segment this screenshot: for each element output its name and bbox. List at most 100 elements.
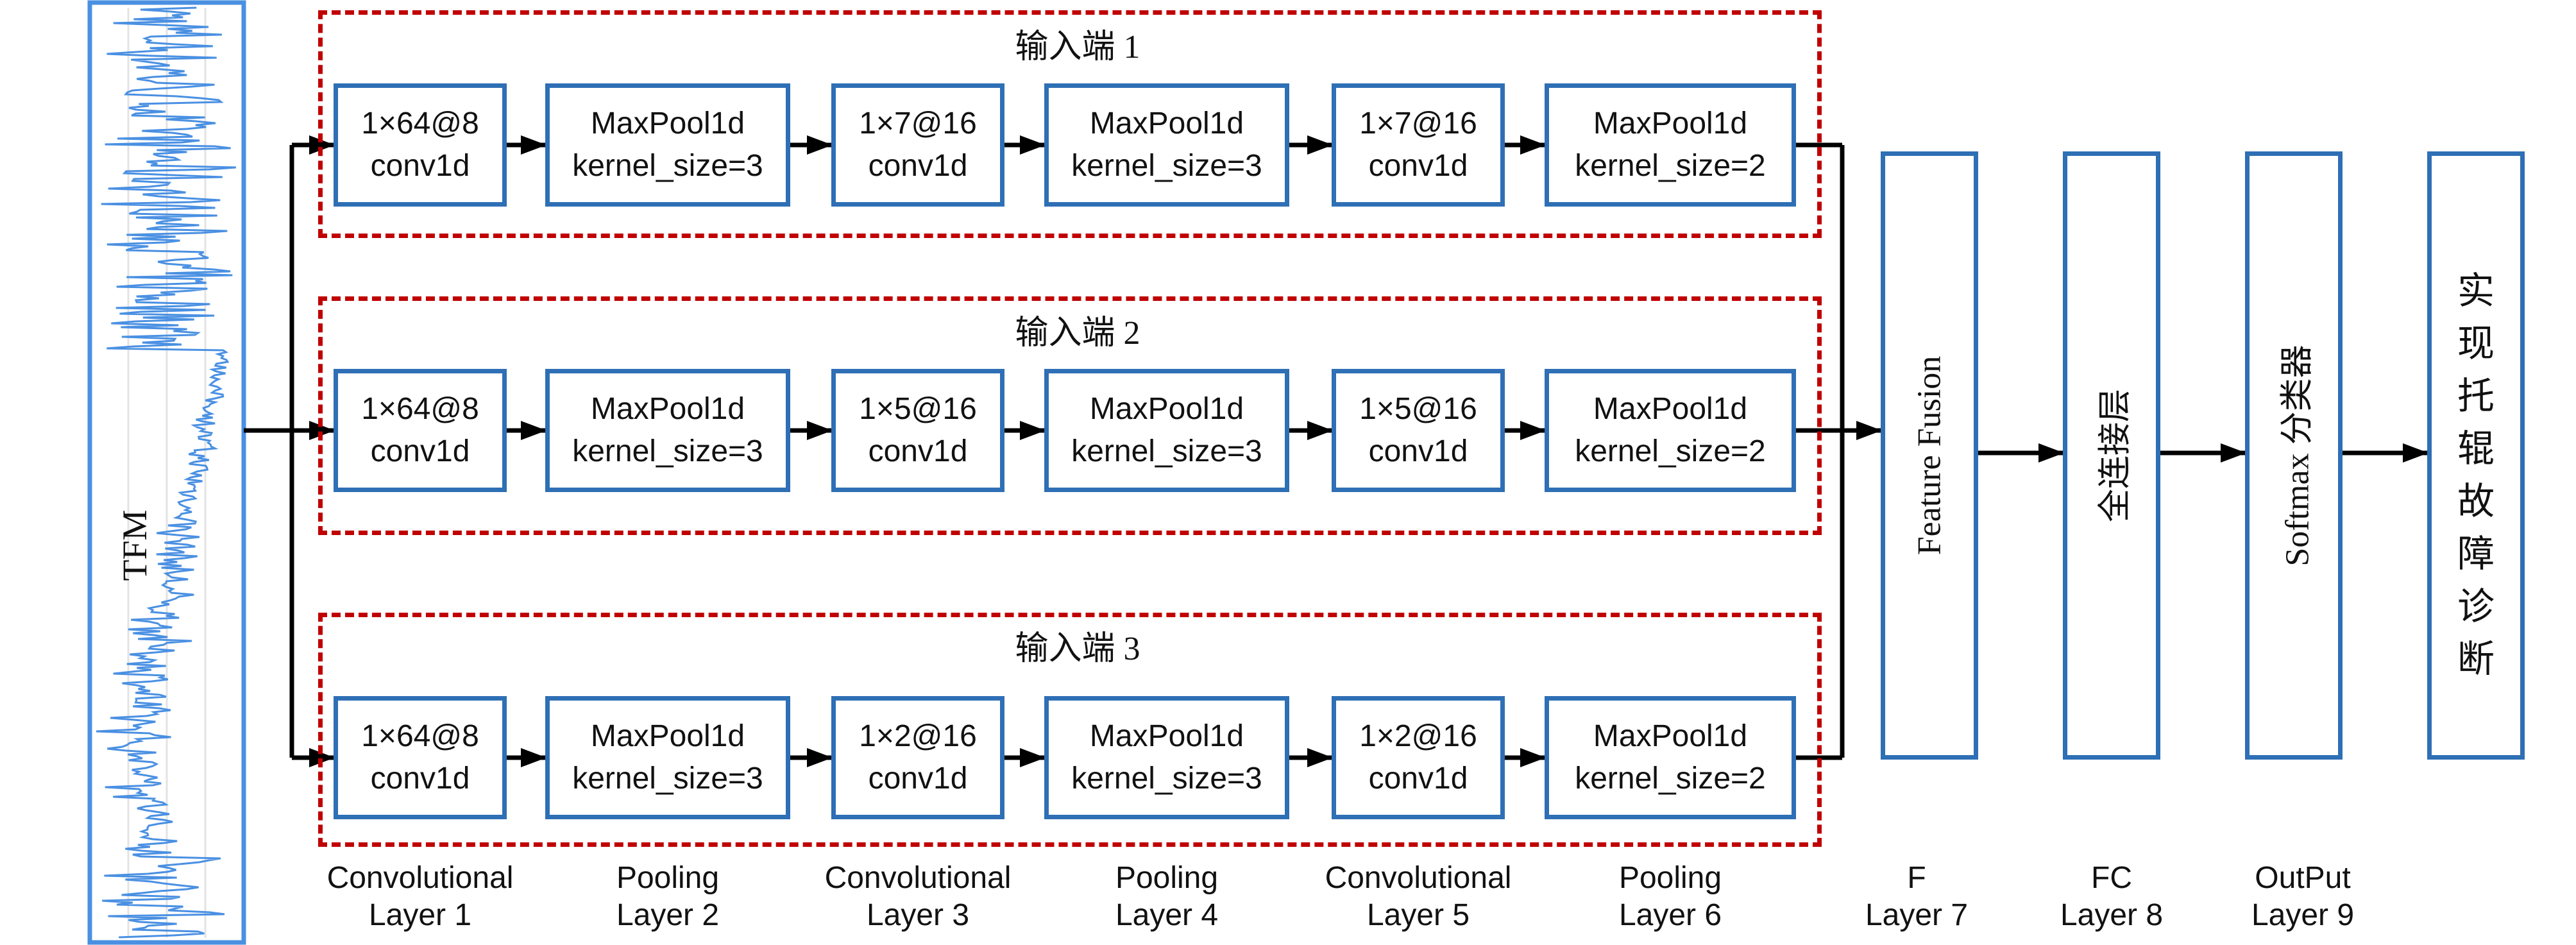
layer-label-line2: Layer 2 xyxy=(616,898,720,932)
softmax-classifier-label: Softmax 分类器 xyxy=(2279,345,2316,566)
block-line1: 1×64@8 xyxy=(361,106,479,140)
block-line1: MaxPool1d xyxy=(590,106,745,140)
branch-group-1 xyxy=(318,10,1822,238)
block-line2: conv1d xyxy=(868,149,968,183)
block-line1: 1×5@16 xyxy=(859,392,977,426)
block-line1: MaxPool1d xyxy=(590,392,745,426)
block-line1: MaxPool1d xyxy=(1593,106,1748,140)
layer-label-7: F Layer 7 xyxy=(1795,860,2038,934)
block-line1: 1×7@16 xyxy=(1359,106,1477,140)
block-line2: conv1d xyxy=(1368,434,1468,468)
block-line2: conv1d xyxy=(370,762,470,796)
output-char: 诊 xyxy=(2457,586,2495,627)
branch2-block-conv5: 1×5@16 conv1d xyxy=(1332,369,1505,492)
branch3-block-conv5: 1×2@16 conv1d xyxy=(1332,696,1505,819)
layer-label-8: FC Layer 8 xyxy=(1990,860,2233,934)
block-line2: kernel_size=2 xyxy=(1575,762,1766,796)
branch1-block-conv5: 1×7@16 conv1d xyxy=(1332,83,1505,207)
layer-label-line2: Layer 7 xyxy=(1865,898,1969,932)
diagnosis-output-block: 实 现 托 辊 故 障 诊 断 xyxy=(2427,151,2525,760)
layer-label-line2: Layer 6 xyxy=(1618,898,1722,932)
layer-label-line1: Convolutional xyxy=(326,861,514,895)
branch1-block-pool4: MaxPool1d kernel_size=3 xyxy=(1044,83,1289,207)
layer-label-line1: F xyxy=(1907,861,1926,895)
branch1-block-pool6: MaxPool1d kernel_size=2 xyxy=(1545,83,1796,207)
layer-label-1: Convolutional Layer 1 xyxy=(298,860,542,934)
arrow-layer xyxy=(244,135,2428,767)
layer-label-4: Pooling Layer 4 xyxy=(1045,860,1289,934)
block-line2: conv1d xyxy=(1368,762,1468,796)
softmax-classifier-block: Softmax 分类器 xyxy=(2245,151,2343,760)
branch3-block-pool6: MaxPool1d kernel_size=2 xyxy=(1545,696,1796,819)
layer-label-line1: Pooling xyxy=(616,861,720,895)
output-char: 现 xyxy=(2457,323,2495,364)
output-char: 障 xyxy=(2457,533,2495,575)
output-char: 断 xyxy=(2457,638,2495,680)
layer-label-line2: Layer 3 xyxy=(866,898,970,932)
branch2-block-conv3: 1×5@16 conv1d xyxy=(831,369,1004,492)
block-line1: MaxPool1d xyxy=(1089,392,1244,426)
layer-label-line1: Convolutional xyxy=(1325,861,1512,895)
branch1-block-pool2: MaxPool1d kernel_size=3 xyxy=(545,83,790,207)
layer-label-line2: Layer 1 xyxy=(368,898,472,932)
output-char: 辊 xyxy=(2457,428,2495,470)
block-line1: 1×2@16 xyxy=(1359,719,1477,753)
block-line2: kernel_size=3 xyxy=(1071,762,1262,796)
branch3-block-conv3: 1×2@16 conv1d xyxy=(831,696,1004,819)
layer-label-line1: Convolutional xyxy=(824,861,1012,895)
block-line2: conv1d xyxy=(868,434,968,468)
layer-label-line1: OutPut xyxy=(2255,861,2351,895)
block-line1: 1×5@16 xyxy=(1359,392,1477,426)
block-line1: 1×7@16 xyxy=(859,106,977,140)
branch2-block-pool6: MaxPool1d kernel_size=2 xyxy=(1545,369,1796,492)
output-char: 实 xyxy=(2457,270,2495,312)
fully-connected-label: 全连接层 xyxy=(2097,388,2134,523)
branch-title-2: 输入端 2 xyxy=(1015,315,1140,352)
layer-label-line1: FC xyxy=(2091,861,2132,895)
layer-label-line1: Pooling xyxy=(1618,861,1722,895)
block-line2: kernel_size=3 xyxy=(572,149,763,183)
block-line2: kernel_size=3 xyxy=(572,434,763,468)
block-line2: kernel_size=2 xyxy=(1575,434,1766,468)
block-line1: MaxPool1d xyxy=(590,719,745,753)
block-line2: conv1d xyxy=(868,762,968,796)
signal-waveform xyxy=(96,6,237,939)
layer-label-3: Convolutional Layer 3 xyxy=(796,860,1040,934)
output-char: 故 xyxy=(2457,481,2495,522)
branch2-block-conv1: 1×64@8 conv1d xyxy=(334,369,507,492)
layer-label-9: OutPut Layer 9 xyxy=(2181,860,2425,934)
signal-panel-grid xyxy=(127,8,207,938)
block-line1: MaxPool1d xyxy=(1593,719,1748,753)
block-line1: 1×64@8 xyxy=(361,719,479,753)
block-line1: MaxPool1d xyxy=(1089,719,1244,753)
branch3-block-conv1: 1×64@8 conv1d xyxy=(334,696,507,819)
feature-fusion-label: Feature Fusion xyxy=(1911,355,1948,556)
output-char: 托 xyxy=(2457,375,2495,417)
branch3-block-pool4: MaxPool1d kernel_size=3 xyxy=(1044,696,1289,819)
block-line2: kernel_size=3 xyxy=(1071,434,1262,468)
branch1-block-conv3: 1×7@16 conv1d xyxy=(831,83,1004,207)
block-line1: 1×64@8 xyxy=(361,392,479,426)
layer-label-6: Pooling Layer 6 xyxy=(1548,860,1792,934)
layer-label-line2: Layer 9 xyxy=(2251,898,2355,932)
branch-title-3: 输入端 3 xyxy=(1015,631,1140,667)
block-line2: conv1d xyxy=(370,434,470,468)
branch1-block-conv1: 1×64@8 conv1d xyxy=(334,83,507,207)
branch-title-1: 输入端 1 xyxy=(1015,29,1140,65)
block-line1: 1×2@16 xyxy=(859,719,977,753)
block-line2: kernel_size=3 xyxy=(572,762,763,796)
block-line1: MaxPool1d xyxy=(1089,106,1244,140)
layer-label-5: Convolutional Layer 5 xyxy=(1296,860,1540,934)
branch2-block-pool2: MaxPool1d kernel_size=3 xyxy=(545,369,790,492)
fully-connected-block: 全连接层 xyxy=(2063,151,2160,760)
signal-panel-label: TFM xyxy=(90,385,180,706)
branch3-block-pool2: MaxPool1d kernel_size=3 xyxy=(545,696,790,819)
layer-label-line2: Layer 5 xyxy=(1366,898,1470,932)
branch-group-3 xyxy=(318,613,1822,847)
branch2-block-pool4: MaxPool1d kernel_size=3 xyxy=(1044,369,1289,492)
tfm-label: TFM xyxy=(115,509,154,581)
block-line2: conv1d xyxy=(1368,149,1468,183)
diagnosis-output-label: 实 现 托 辊 故 障 诊 断 xyxy=(2432,265,2520,686)
